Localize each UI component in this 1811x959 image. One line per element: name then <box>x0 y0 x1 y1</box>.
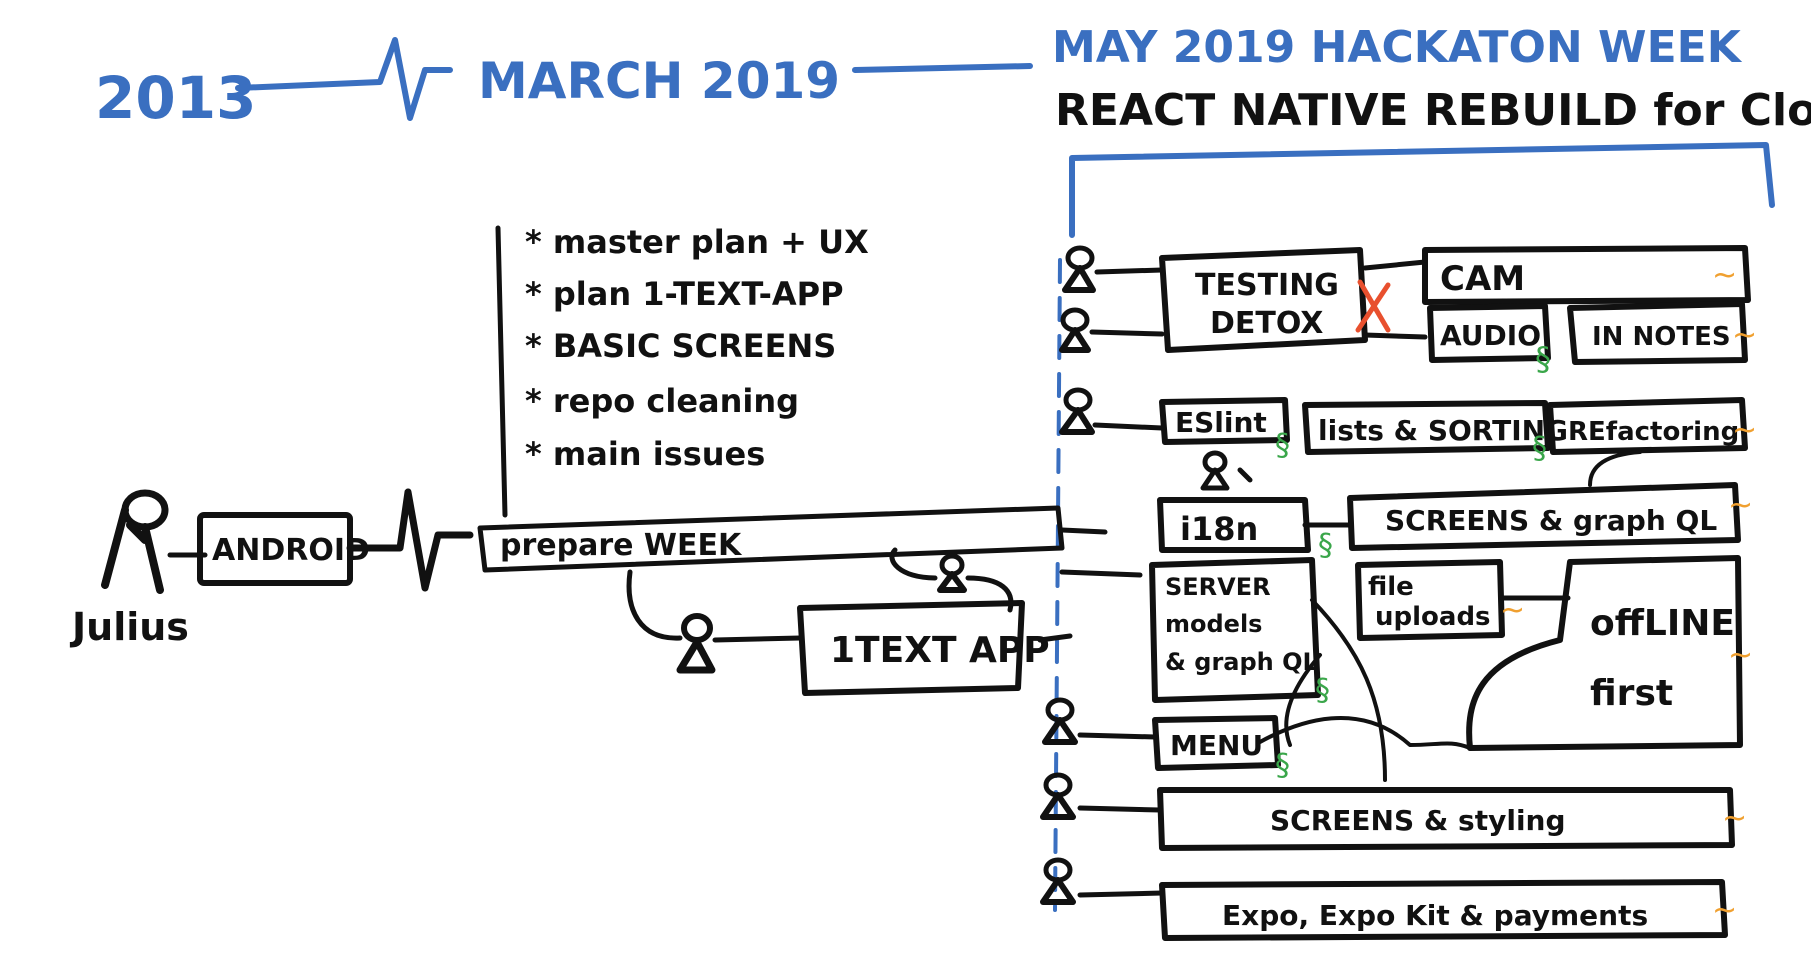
checklist-bar <box>495 225 508 518</box>
prepare-week-label: prepare WEEK <box>500 528 743 563</box>
audio-box <box>1427 303 1551 363</box>
cam-label: CAM <box>1440 259 1525 299</box>
person-to-prepare-line <box>889 547 938 581</box>
android-heartbeat <box>346 488 474 592</box>
one-text-to-hackathon-line <box>1037 633 1073 643</box>
file-uploads-box <box>1355 559 1505 641</box>
server-label-3: & graph QL <box>1165 648 1318 676</box>
done-mark: § <box>1275 748 1290 783</box>
done-mark: § <box>1315 673 1330 708</box>
timeline-line-1 <box>235 37 453 121</box>
in-progress-mark: ~ <box>1712 258 1737 293</box>
person-icon <box>676 613 716 674</box>
i18n-label: i18n <box>1180 510 1258 548</box>
screens-styling-box <box>1157 787 1735 851</box>
checklist-item: * BASIC SCREENS <box>525 327 836 365</box>
person-icon <box>937 553 967 593</box>
screens-graphql-label: SCREENS & graph QL <box>1385 504 1717 537</box>
screens-graphql-box <box>1347 482 1741 551</box>
connector <box>1362 259 1428 340</box>
person-icon <box>1040 772 1076 820</box>
in-progress-mark: ~ <box>1712 893 1737 928</box>
person-icon <box>1059 307 1091 353</box>
refactoring-label: REfactoring <box>1568 417 1739 447</box>
person-icon <box>1200 450 1253 491</box>
eslint-box <box>1159 397 1290 445</box>
one-text-app-label: 1TEXT APP <box>830 630 1050 671</box>
lists-sorting-label: lists & SORTING <box>1318 414 1568 447</box>
server-label-2: models <box>1165 610 1262 638</box>
done-mark: § <box>1532 431 1547 466</box>
connector <box>1588 450 1642 487</box>
julius-stick-figure <box>101 489 169 594</box>
in-progress-mark: ~ <box>1722 801 1747 836</box>
person-icon <box>1059 387 1095 435</box>
expo-label: Expo, Expo Kit & payments <box>1222 899 1648 932</box>
prepare-week-box <box>477 505 1065 573</box>
menu-label: MENU <box>1170 729 1263 762</box>
in-notes-box <box>1567 301 1748 365</box>
server-label-1: SERVER <box>1165 573 1271 601</box>
eslint-label: ESlint <box>1175 406 1267 439</box>
hackathon-bracket <box>1069 142 1775 238</box>
timeline-march-label: MARCH 2019 <box>478 52 840 110</box>
hackathon-dashed-line <box>1053 258 1062 912</box>
audio-label: AUDIO <box>1440 319 1541 352</box>
checklist: * master plan + UX * plan 1-TEXT-APP * B… <box>525 223 869 473</box>
person-icon <box>1040 857 1076 905</box>
connector <box>1258 598 1472 782</box>
file-uploads-label-2: uploads <box>1375 602 1491 632</box>
screens-styling-label: SCREENS & styling <box>1270 804 1566 837</box>
menu-box <box>1152 715 1281 771</box>
in-progress-mark: ~ <box>1732 318 1757 353</box>
timeline-subtitle: REACT NATIVE REBUILD for Cloud <box>1055 85 1811 136</box>
offline-first-box <box>1466 555 1743 751</box>
in-progress-mark: ~ <box>1732 413 1757 448</box>
done-mark: § <box>1275 428 1290 463</box>
person-icon <box>1042 697 1078 745</box>
in-notes-label: IN NOTES <box>1592 322 1731 352</box>
offline-first-label-2: first <box>1590 673 1673 714</box>
connector <box>1077 267 1165 898</box>
in-progress-mark: ~ <box>1728 488 1753 523</box>
lists-sorting-box <box>1302 400 1551 455</box>
person-icon <box>1062 245 1096 293</box>
testing-label-2: DETOX <box>1210 306 1323 341</box>
checklist-item: * repo cleaning <box>525 382 799 420</box>
red-x-mark <box>1355 279 1391 333</box>
checklist-item: * main issues <box>525 435 765 473</box>
cam-box <box>1422 245 1751 305</box>
i18n-box <box>1157 497 1311 553</box>
julius-name: Julius <box>69 605 189 649</box>
in-progress-mark: ~ <box>1728 638 1753 673</box>
done-mark: § <box>1535 340 1551 378</box>
testing-box <box>1159 247 1368 353</box>
offline-first-label-1: offLINE <box>1590 603 1735 644</box>
server-box <box>1149 557 1321 703</box>
prepare-to-person-line <box>626 569 683 641</box>
timeline-may-label: MAY 2019 HACKATON WEEK <box>1052 22 1743 73</box>
timeline-line-2 <box>852 63 1033 73</box>
prepare-to-hackathon-line <box>1059 527 1143 578</box>
timeline-start-year: 2013 <box>95 64 256 132</box>
android-label: ANDROID <box>212 533 370 568</box>
file-uploads-label-1: file <box>1368 572 1414 602</box>
checklist-item: * master plan + UX <box>525 223 869 261</box>
checklist-item: * plan 1-TEXT-APP <box>525 275 844 313</box>
done-mark: § <box>1318 528 1333 563</box>
one-text-app-box <box>797 600 1025 696</box>
refactoring-box <box>1547 397 1748 455</box>
expo-box <box>1159 879 1728 941</box>
testing-label-1: TESTING <box>1195 268 1339 303</box>
person-to-1text-app-line <box>712 635 803 643</box>
